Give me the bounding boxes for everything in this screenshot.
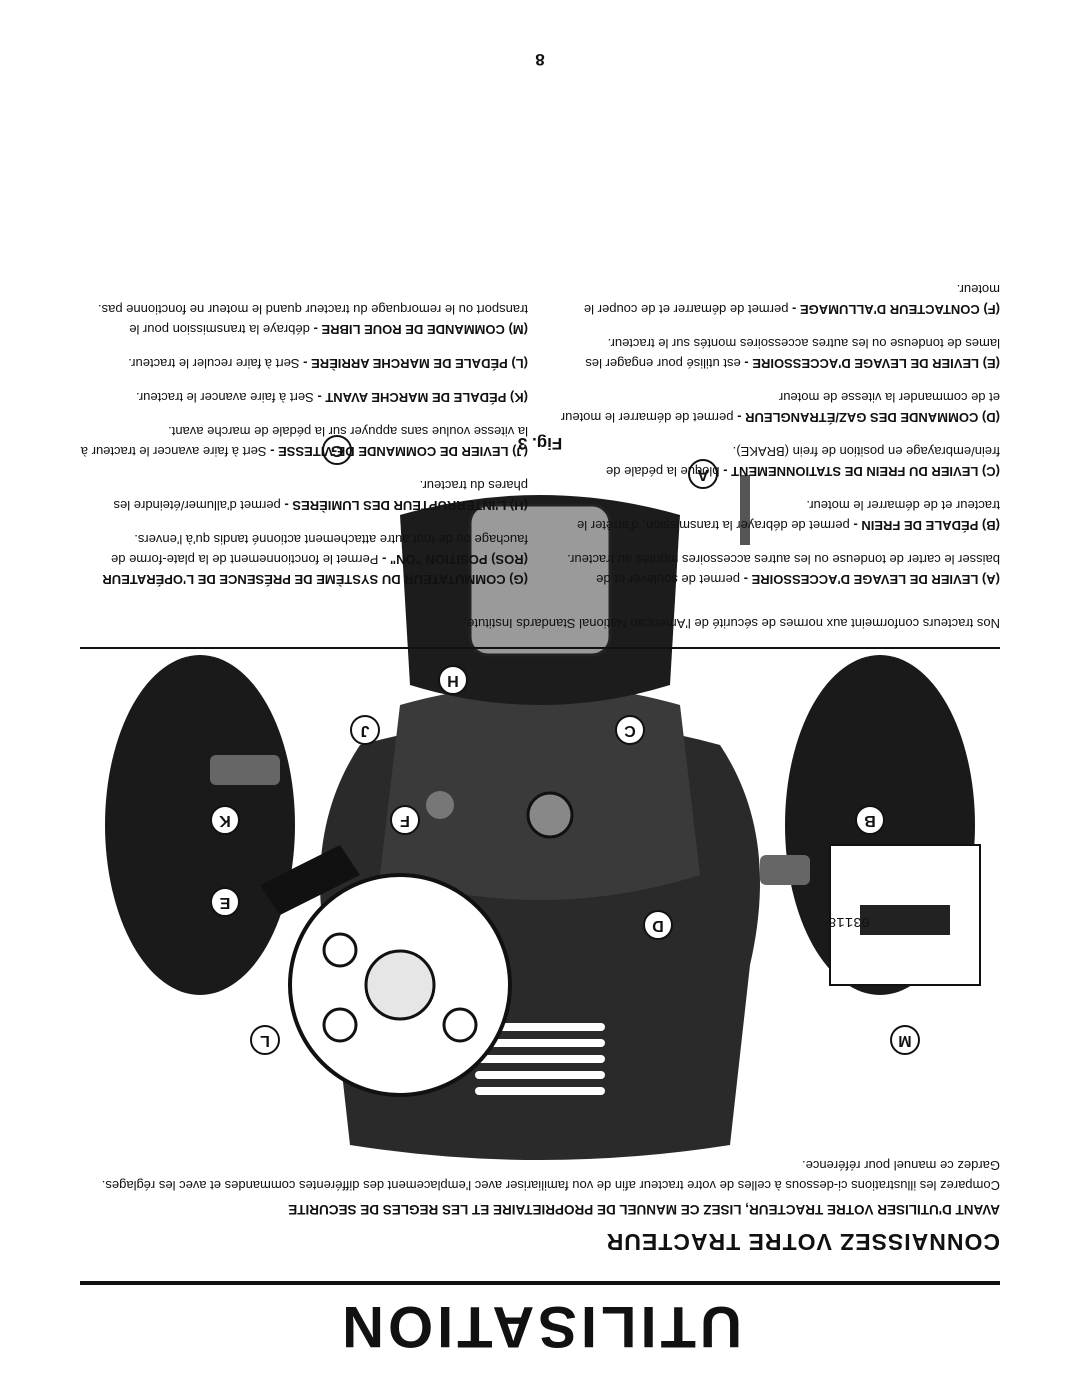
control-item-a: (A) LEVIER DE LEVAGE D'ACCESSOIRE - perm… bbox=[567, 552, 1000, 587]
tractor-illustration bbox=[105, 475, 981, 1160]
controls-column-left: (A) LEVIER DE LEVAGE D'ACCESSOIRE - perm… bbox=[552, 265, 1000, 589]
callout-m: M bbox=[890, 1025, 920, 1055]
control-item-f: (F) CONTACTEUR D'ALLUMAGE - permet de dé… bbox=[583, 282, 1000, 317]
callout-b: B bbox=[855, 805, 885, 835]
control-item-m: (M) COMMANDE DE ROUE LIBRE - débraye la … bbox=[98, 302, 528, 337]
start-icon bbox=[322, 932, 358, 968]
control-item-j: (J) LEVIER DE COMMANDE DE VITESSE - Sert… bbox=[80, 424, 528, 459]
tractor-figure: A B C D E F G H J K L M 03118 Fig. 3 bbox=[80, 434, 1000, 1165]
page-title: UTILISATION bbox=[338, 1294, 742, 1359]
callout-h: H bbox=[438, 665, 468, 695]
ignition-key-icon bbox=[364, 949, 436, 1021]
seat bbox=[468, 503, 612, 657]
light-switch bbox=[426, 791, 454, 819]
freewheel-detail bbox=[860, 905, 950, 935]
attachment-lift-lever bbox=[740, 475, 750, 545]
dashboard bbox=[380, 685, 700, 900]
callout-d: D bbox=[643, 910, 673, 940]
control-item-e: (E) LEVIER DE LEVAGE D'ACCESSOIRE - est … bbox=[585, 336, 1000, 371]
title-rule bbox=[80, 1281, 1000, 1285]
callout-j: J bbox=[350, 715, 380, 745]
intro-heading: AVANT D'UTILISER VOTRE TRACTEUR, LISEZ C… bbox=[288, 1202, 1000, 1217]
forward-pedal bbox=[760, 855, 810, 885]
control-item-b: (B) PÉDALE DE FREIN - permet de débrayer… bbox=[577, 498, 1000, 533]
figure-number: 03118 bbox=[827, 913, 870, 929]
run-icon bbox=[322, 1007, 358, 1043]
control-item-k: (K) PÉDALE DE MARCHE AVANT - Sert à fair… bbox=[135, 390, 528, 405]
hood-vents bbox=[475, 1023, 605, 1095]
callout-k: K bbox=[210, 805, 240, 835]
section-subtitle: CONNAISSEZ VOTRE TRACTEUR bbox=[605, 1229, 1000, 1255]
ignition-switch bbox=[526, 791, 574, 839]
controls-column-right: (G) COMMUTATEUR DU SYSTÈME DE PRÉSENCE D… bbox=[80, 285, 528, 589]
figure-rule bbox=[80, 647, 1000, 649]
callout-c: C bbox=[615, 715, 645, 745]
control-item-l: (L) PÉDALE DE MARCHE ARRIÈRE - Sert à fa… bbox=[128, 356, 528, 371]
control-item-d: (D) COMMANDE DES GAZ/ÉTRANGLEUR - permet… bbox=[560, 390, 1000, 425]
inset-pointer bbox=[260, 845, 360, 915]
stop-icon bbox=[442, 1007, 478, 1043]
control-item-h: (H) L'INTERRUPTEUR DES LUMIÈRES - permet… bbox=[113, 478, 528, 513]
callout-f: F bbox=[390, 805, 420, 835]
control-item-g: (G) COMMUTATEUR DU SYSTÈME DE PRÉSENCE D… bbox=[102, 532, 528, 587]
standards-note: Nos tracteurs conformeint aux normes de … bbox=[463, 616, 1000, 631]
page-number: 8 bbox=[535, 50, 545, 69]
callout-l: L bbox=[250, 1025, 280, 1055]
rear-right-wheel bbox=[105, 655, 295, 995]
brake-pedal bbox=[210, 755, 280, 785]
callout-e: E bbox=[210, 887, 240, 917]
control-item-c: (C) LEVIER DU FREIN DE STATIONNEMENT - b… bbox=[606, 444, 1000, 479]
